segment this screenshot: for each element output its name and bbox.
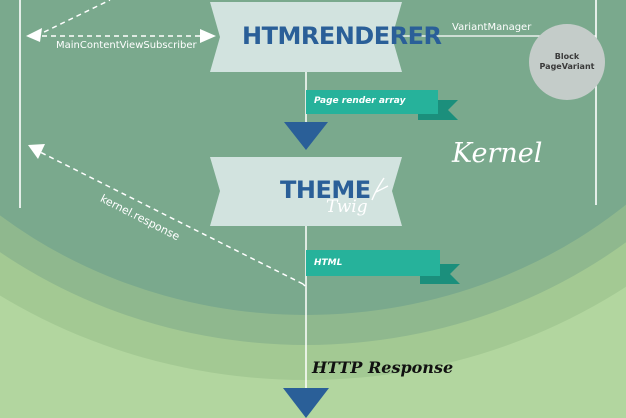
kernel-label: Kernel [452,138,543,169]
twig-sprig-icon [371,177,389,201]
html-ribbon [306,250,460,284]
top-left-arrowhead [26,28,42,42]
block-page-variant-label: Block PageVariant [531,52,603,72]
block-page-variant-line2: PageVariant [539,62,595,71]
block-page-variant-circle [529,24,605,100]
block-page-variant-line1: Block [554,52,580,61]
theme-title: THEME [280,176,371,204]
page-render-array-ribbon [306,90,458,120]
arrow-to-theme [284,122,328,150]
kernel-response-dashed-line [39,151,304,285]
theme-box [210,157,402,226]
arrow-out-bottom [283,388,329,418]
variant-manager-label: VariantManager [452,22,532,33]
main-content-view-subscriber-label: MainContentViewSubscriber [56,40,197,51]
htmrenderer-box [210,2,402,72]
twig-label: Twig [326,197,368,217]
kernel-response-arrowhead [28,144,45,159]
htmrenderer-title: HTMRENDERER [242,22,442,50]
html-label: HTML [314,258,343,268]
top-dashed-arrow [35,0,111,37]
http-response-label: HTTP Response [312,358,454,377]
page-render-array-label: Page render array [314,96,406,106]
subscriber-arrowhead [200,29,216,43]
kernel-response-tick [302,283,306,287]
